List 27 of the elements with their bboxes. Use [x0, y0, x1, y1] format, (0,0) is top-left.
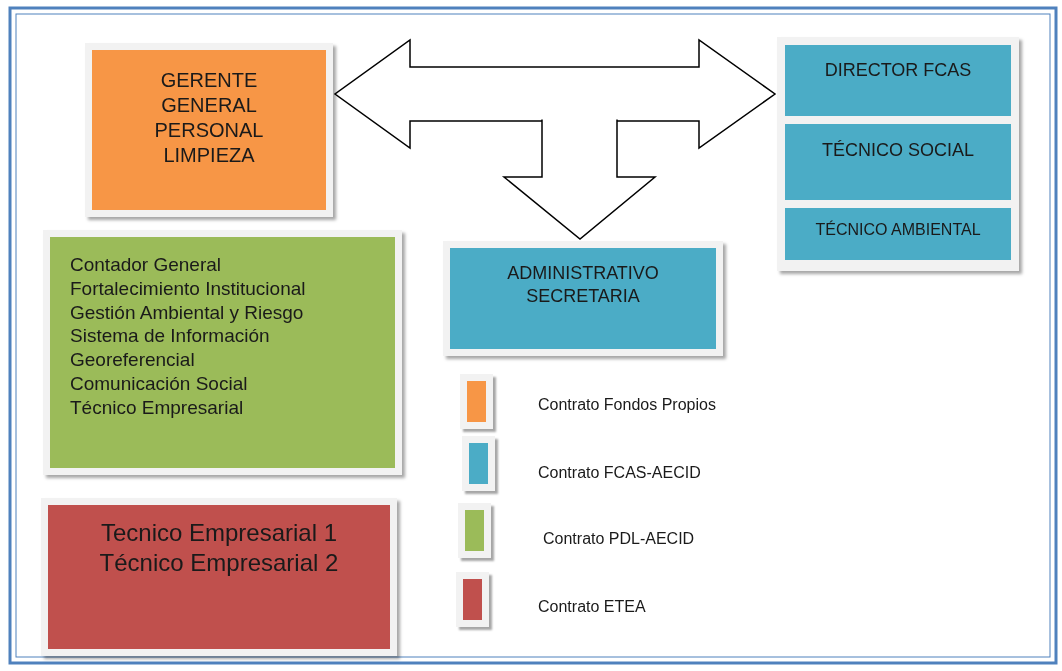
legend-label: Contrato Fondos Propios: [538, 396, 716, 414]
role-box: [443, 241, 723, 356]
role-box: [785, 124, 1011, 200]
legend-label: Contrato FCAS-AECID: [538, 464, 701, 482]
legend-label: Contrato PDL-AECID: [543, 530, 695, 548]
role-box: [785, 45, 1011, 116]
role-title: Sistema de Información Georeferencial: [70, 324, 271, 372]
role-title: TÉCNICO AMBIENTAL: [814, 220, 982, 240]
role-title: Contador General: [70, 253, 223, 277]
role-title: DIRECTOR FCAS: [823, 59, 973, 82]
legend-label: Contrato ETEA: [538, 598, 646, 616]
role-box: [85, 43, 333, 217]
role-title: Comunicación Social: [70, 371, 249, 396]
role-title: Gestión Ambiental y Riesgo: [70, 300, 305, 325]
role-box: [785, 208, 1011, 260]
role-box: [43, 230, 402, 475]
group-panel: [777, 37, 1019, 271]
role-title: GERENTE GENERAL PERSONAL LIMPIEZA: [153, 68, 265, 168]
role-title: Técnico Empresarial: [70, 395, 245, 420]
role-box: [41, 498, 397, 656]
block-arrow: [501, 118, 658, 240]
role-title: Técnico Empresarial 2: [98, 548, 340, 578]
role-title: TÉCNICO SOCIAL: [821, 139, 975, 162]
block-arrow: [333, 38, 777, 150]
role-title: Tecnico Empresarial 1: [99, 518, 339, 548]
role-title: Fortalecimiento Institucional: [70, 276, 307, 301]
role-title: ADMINISTRATIVO SECRETARIA: [506, 262, 660, 307]
